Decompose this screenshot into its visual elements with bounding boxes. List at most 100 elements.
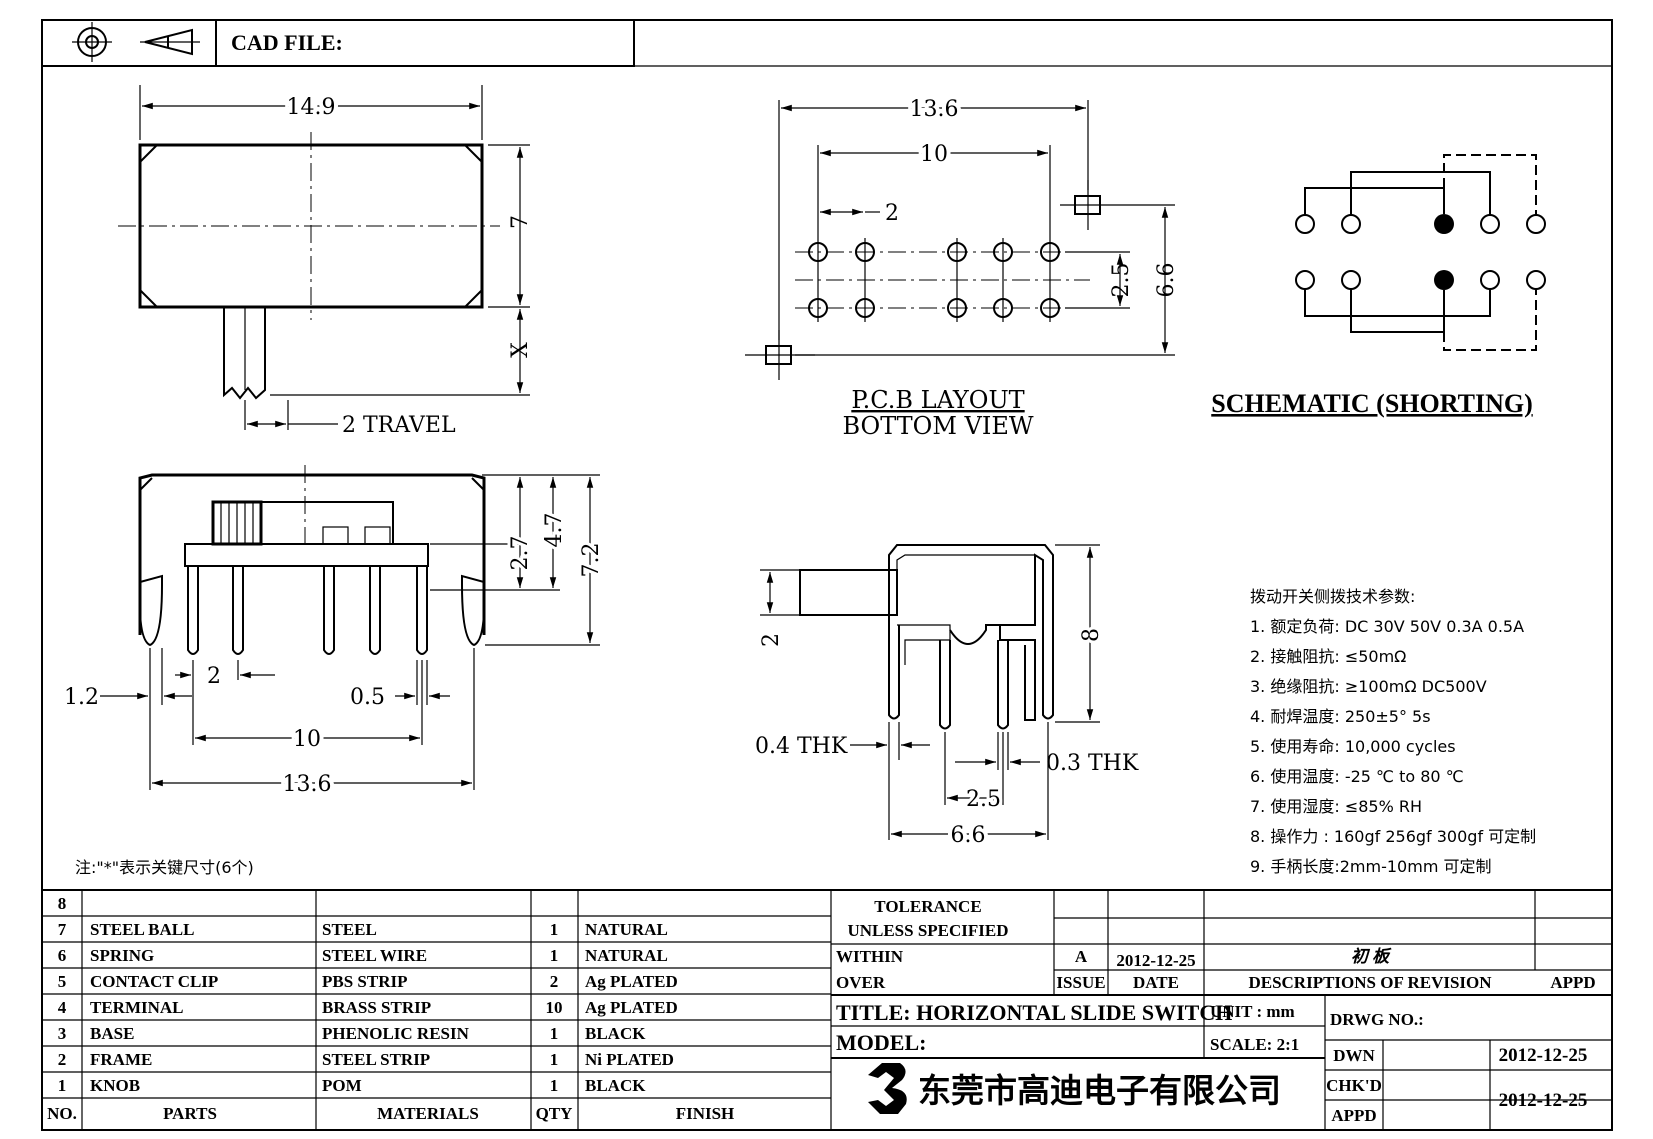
front-dim-7-2: 7.2 bbox=[579, 543, 604, 578]
bom-finish: BLACK bbox=[585, 1024, 646, 1043]
over-label: OVER bbox=[836, 973, 886, 992]
dim-7: 7 bbox=[508, 215, 533, 229]
scale-label: SCALE: 2:1 bbox=[1210, 1035, 1299, 1054]
spec-item: 1. 额定负荷: DC 30V 50V 0.3A 0.5A bbox=[1250, 617, 1524, 636]
side-dim-2-5: 2.5 bbox=[966, 787, 1001, 812]
front-dim-10: 10 bbox=[293, 727, 321, 752]
bom-no: 6 bbox=[58, 946, 67, 965]
bom-qty: 1 bbox=[550, 1076, 559, 1095]
bom-material: PBS STRIP bbox=[322, 972, 408, 991]
dwn-date: 2012-12-25 bbox=[1499, 1045, 1588, 1066]
bom-header-qty: QTY bbox=[536, 1104, 573, 1123]
bom-part: FRAME bbox=[90, 1050, 152, 1069]
descriptions-header: DESCRIPTIONS OF REVISION bbox=[1248, 973, 1492, 992]
bom-table: 8 7 STEEL BALL STEEL 1 NATURAL 6 SPRING … bbox=[42, 889, 1612, 1130]
front-dim-0-5: 0.5 bbox=[350, 685, 385, 710]
spec-item: 8. 操作力 : 160gf 256gf 300gf 可定制 bbox=[1250, 827, 1536, 846]
specs-title: 拨动开关侧拨技术参数: bbox=[1250, 587, 1415, 606]
spec-item: 7. 使用湿度: ≤85% RH bbox=[1250, 797, 1422, 816]
bom-header-no: NO. bbox=[47, 1104, 77, 1123]
bom-part: SPRING bbox=[90, 946, 154, 965]
bom-finish: Ag PLATED bbox=[585, 972, 678, 991]
bom-qty: 1 bbox=[550, 1050, 559, 1069]
bom-part: KNOB bbox=[90, 1076, 140, 1095]
bom-no: 5 bbox=[58, 972, 67, 991]
unit-label: UNIT : mm bbox=[1210, 1002, 1295, 1021]
spec-item: 9. 手柄长度:2mm-10mm 可定制 bbox=[1250, 857, 1492, 876]
pcb-dim-2-5: 2.5 bbox=[1109, 263, 1134, 298]
front-dim-2-7: 2.7 bbox=[508, 536, 533, 571]
bom-qty: 10 bbox=[546, 998, 563, 1017]
side-thk-0-4: 0.4 THK bbox=[755, 734, 848, 759]
projection-symbol-icon bbox=[72, 22, 200, 62]
bom-header-parts: PARTS bbox=[163, 1104, 217, 1123]
bom-no: 4 bbox=[58, 998, 67, 1017]
side-thk-0-3: 0.3 THK bbox=[1046, 751, 1139, 776]
bom-no: 7 bbox=[58, 920, 67, 939]
company-name: 东莞市高迪电子有限公司 bbox=[918, 1071, 1281, 1110]
pcb-dim-10: 10 bbox=[920, 142, 948, 167]
top-view: 14.9 7 X 2 TRAVEL bbox=[118, 85, 533, 438]
header-box: CAD FILE: bbox=[41, 19, 1612, 67]
cad-file-label: CAD FILE: bbox=[231, 30, 343, 55]
bom-no: 8 bbox=[58, 894, 67, 913]
tech-specs: 拨动开关侧拨技术参数: 1. 额定负荷: DC 30V 50V 0.3A 0.5… bbox=[1250, 587, 1536, 876]
bom-no: 2 bbox=[58, 1050, 67, 1069]
bom-no: 1 bbox=[58, 1076, 67, 1095]
drawing-number-label: DRWG NO.: bbox=[1330, 1010, 1424, 1029]
model-label: MODEL: bbox=[836, 1030, 926, 1055]
dim-x: X bbox=[508, 342, 533, 358]
bom-no: 3 bbox=[58, 1024, 67, 1043]
bom-qty: 1 bbox=[550, 1024, 559, 1043]
bom-material: PHENOLIC RESIN bbox=[322, 1024, 470, 1043]
bom-part: TERMINAL bbox=[90, 998, 184, 1017]
bom-material: STEEL STRIP bbox=[322, 1050, 430, 1069]
side-dim-6-6: 6.6 bbox=[951, 823, 986, 848]
drawing-title: TITLE: HORIZONTAL SLIDE SWITCH bbox=[836, 1000, 1232, 1025]
title-block: TOLERANCE UNLESS SPECIFIED WITHIN OVER A… bbox=[831, 890, 1612, 1130]
spec-item: 3. 绝缘阻抗: ≥100mΩ DC500V bbox=[1250, 677, 1487, 696]
front-dim-2: 2 bbox=[207, 664, 221, 689]
bom-material: POM bbox=[322, 1076, 362, 1095]
company-logo-icon bbox=[868, 1063, 907, 1114]
spec-item: 4. 耐焊温度: 250±5° 5s bbox=[1250, 707, 1431, 726]
bom-part: BASE bbox=[90, 1024, 134, 1043]
dim-travel: 2 TRAVEL bbox=[342, 413, 456, 438]
bom-material: BRASS STRIP bbox=[322, 998, 431, 1017]
pcb-layout-title: P.C.B LAYOUT bbox=[851, 386, 1024, 414]
spec-item: 2. 接触阻抗: ≤50mΩ bbox=[1250, 647, 1406, 666]
bom-finish: NATURAL bbox=[585, 920, 668, 939]
bom-finish: BLACK bbox=[585, 1076, 646, 1095]
bom-qty: 1 bbox=[550, 946, 559, 965]
dim-14-9: 14.9 bbox=[287, 95, 336, 120]
pcb-dim-6-6: 6.6 bbox=[1154, 263, 1179, 298]
bom-finish: NATURAL bbox=[585, 946, 668, 965]
schematic-diagram: SCHEMATIC (SHORTING) bbox=[1211, 154, 1546, 418]
revision-letter: A bbox=[1075, 947, 1088, 966]
side-dim-2: 2 bbox=[759, 633, 784, 647]
revision-description: 初 板 bbox=[1351, 947, 1392, 966]
pcb-dim-2: 2 bbox=[885, 201, 899, 226]
bom-header-materials: MATERIALS bbox=[377, 1104, 479, 1123]
front-view: 2.7 4.7 7.2 1.2 2 0.5 10 13.6 bbox=[64, 465, 607, 801]
sheet-border bbox=[41, 19, 1613, 1131]
bom-material: STEEL bbox=[322, 920, 377, 939]
bom-qty: 1 bbox=[550, 920, 559, 939]
front-dim-1-2: 1.2 bbox=[64, 685, 99, 710]
date-header: DATE bbox=[1133, 973, 1179, 992]
pcb-layout-view: 13.6 10 2 2.5 6.6 P.C.B LAYOUT BOTTOM VI… bbox=[745, 93, 1179, 440]
side-view: 2 8 0.4 THK 0.3 THK 2.5 6.6 bbox=[755, 544, 1139, 852]
bom-part: CONTACT CLIP bbox=[90, 972, 218, 991]
front-dim-4-7: 4.7 bbox=[542, 513, 567, 548]
issue-header: ISSUE bbox=[1056, 973, 1105, 992]
schematic-title: SCHEMATIC (SHORTING) bbox=[1211, 389, 1532, 418]
bom-qty: 2 bbox=[550, 972, 559, 991]
chkd-label: CHK'D bbox=[1326, 1076, 1382, 1095]
pcb-dim-13-6: 13.6 bbox=[910, 97, 959, 122]
tolerance-label: TOLERANCE bbox=[874, 897, 981, 916]
chk-date: 2012-12-25 bbox=[1499, 1090, 1588, 1111]
bom-finish: Ni PLATED bbox=[585, 1050, 674, 1069]
spec-item: 6. 使用温度: -25 ℃ to 80 ℃ bbox=[1250, 767, 1464, 786]
within-label: WITHIN bbox=[836, 947, 904, 966]
